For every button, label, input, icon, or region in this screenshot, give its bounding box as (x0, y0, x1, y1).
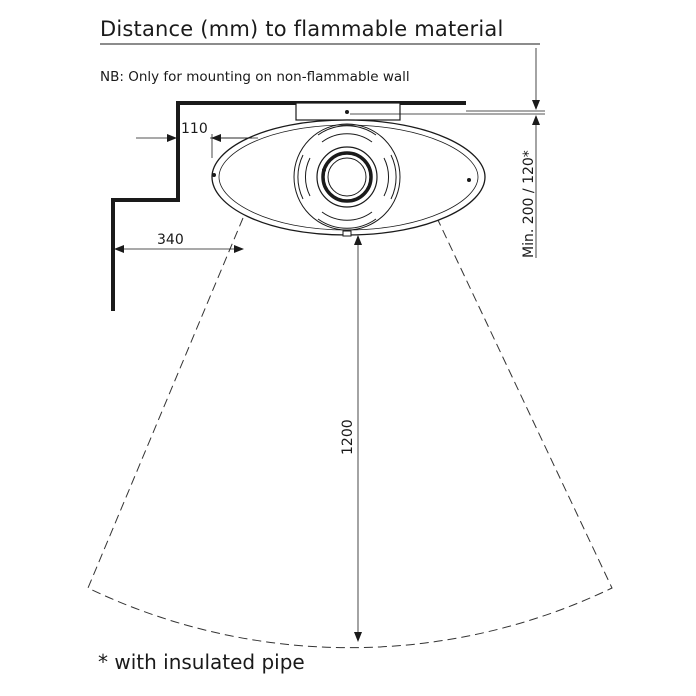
stove-foot (342, 230, 352, 237)
mounting-note: NB: Only for mounting on non-flammable w… (100, 69, 410, 85)
flue-marker (322, 168, 326, 172)
dim-wall-label: Min. 200 / 120* (521, 150, 537, 258)
footnote: * with insulated pipe (98, 650, 305, 674)
burner-mid-ring (316, 146, 378, 208)
dim-340-label: 340 (157, 232, 184, 248)
dim-110-label: 110 (181, 121, 208, 137)
vent-slots (297, 125, 397, 229)
diagram-title: Distance (mm) to flammable material (100, 17, 504, 41)
flue-collar (321, 151, 373, 203)
side-dot-left (212, 173, 216, 177)
bracket-screw (345, 110, 349, 114)
flammable-wall (111, 101, 466, 311)
clearance-arc (87, 217, 613, 649)
side-dot-right (467, 178, 471, 182)
burner-outer-ring (293, 123, 401, 231)
dim-1200-label: 1200 (340, 419, 356, 455)
flue-pipe (327, 157, 367, 197)
